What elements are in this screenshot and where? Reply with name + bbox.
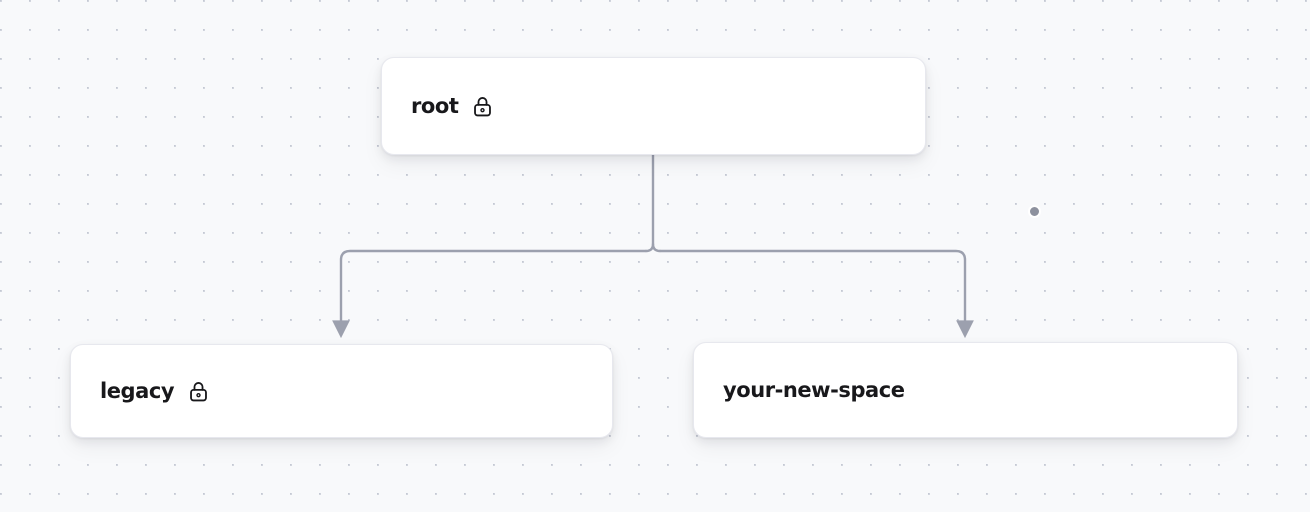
node-label: your-new-space [723,377,905,402]
graph-node-legacy[interactable]: legacy [70,344,613,438]
lock-icon [187,380,210,403]
node-source-handle[interactable] [1028,205,1041,218]
edge-stem [644,152,655,253]
node-content: legacy [71,380,210,403]
lock-icon [471,95,494,118]
node-label: legacy [100,378,175,403]
node-content: your-new-space [694,377,905,402]
graph-node-your-new-space[interactable]: your-new-space [693,342,1238,438]
edge-root-to-legacy [332,249,648,339]
edge-stem-right [651,242,662,253]
edge-root-to-your-new-space [658,249,974,339]
node-label: root [411,93,459,118]
graph-node-root[interactable]: root [381,57,1041,218]
node-content: root [382,95,494,118]
